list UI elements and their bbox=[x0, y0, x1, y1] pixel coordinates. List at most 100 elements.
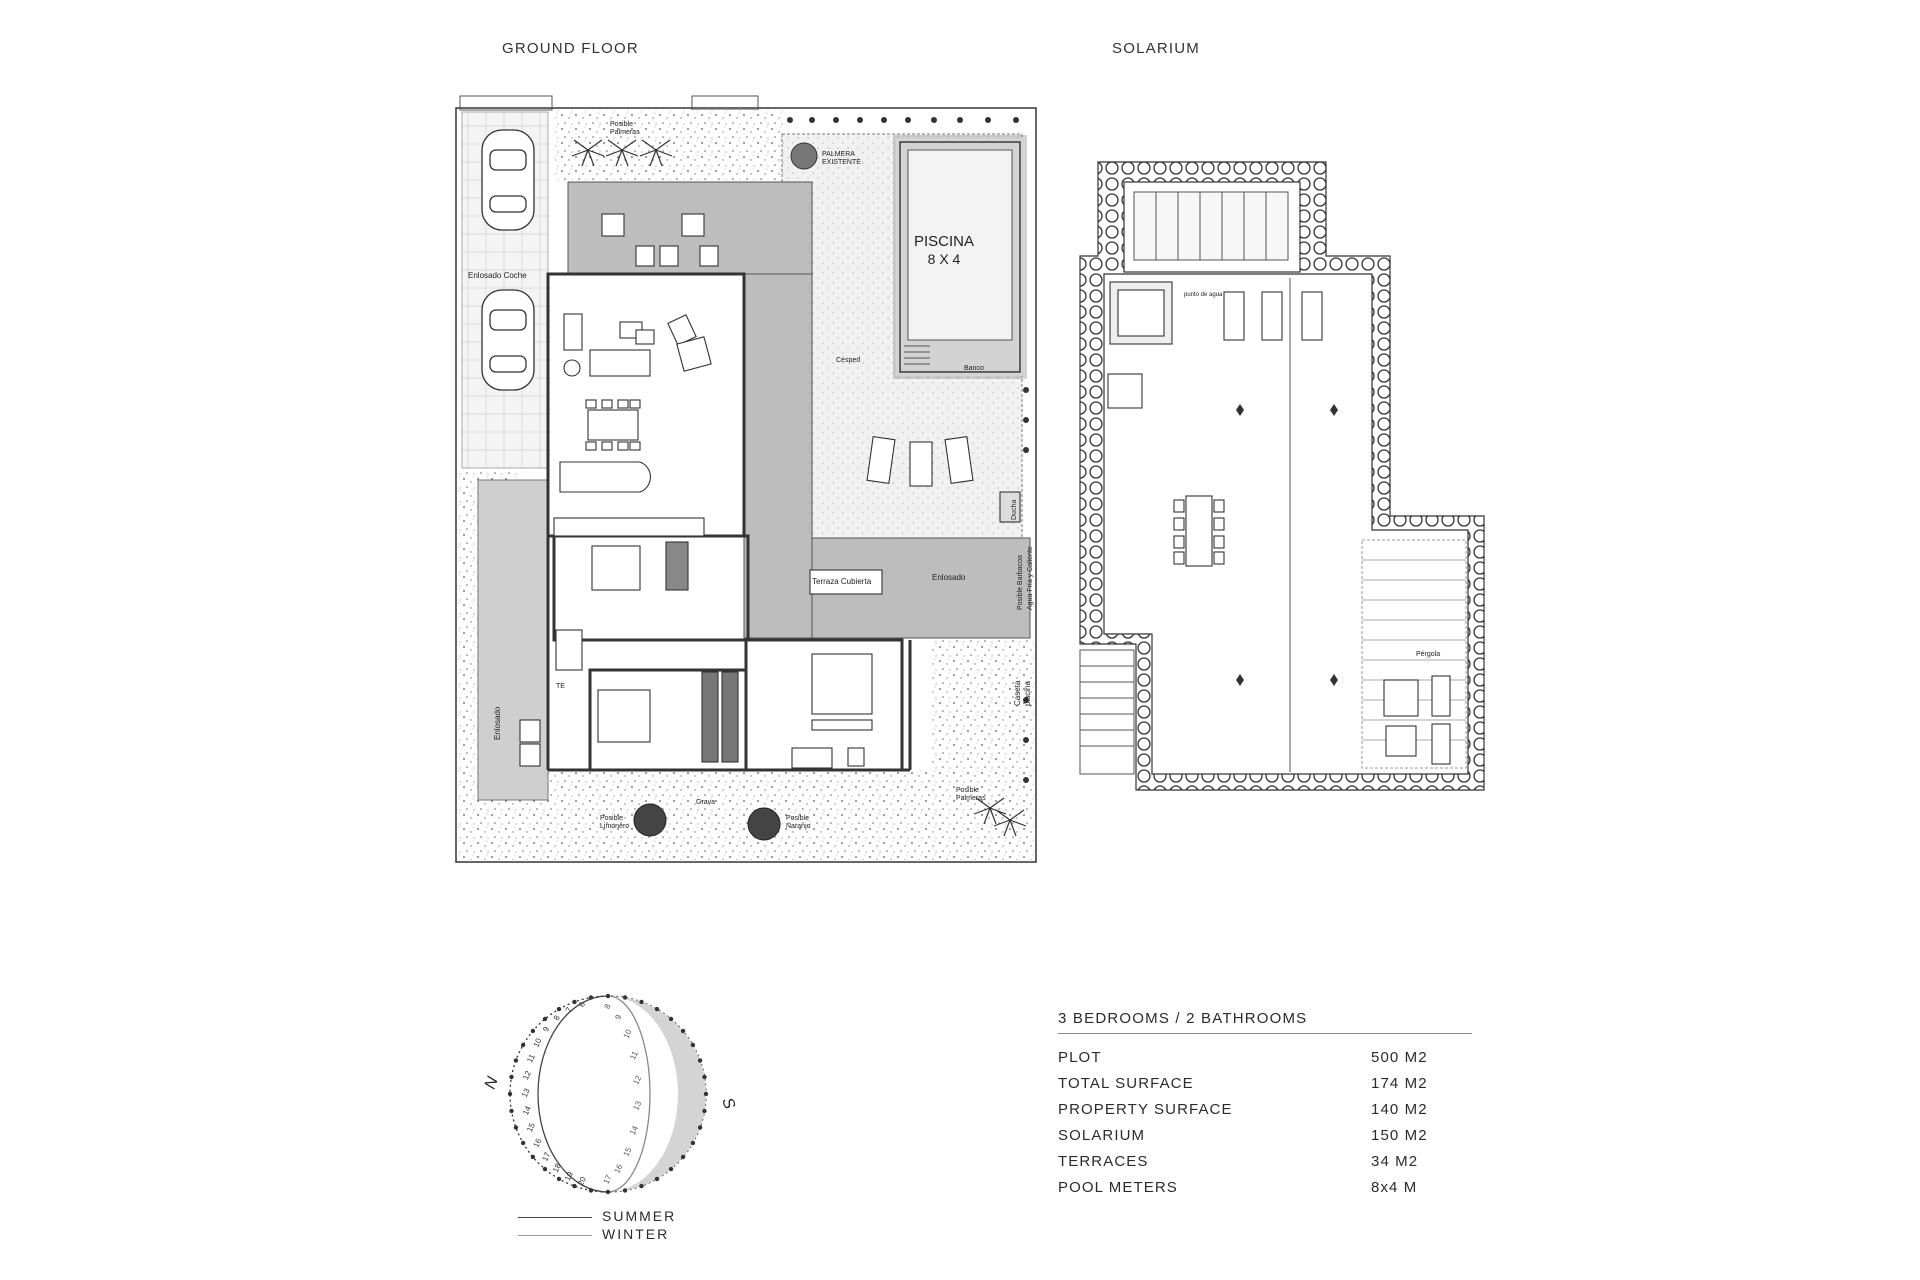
summer-hour-label: 19 bbox=[563, 1170, 575, 1182]
summer-legend-line bbox=[518, 1217, 592, 1218]
sun-ring-dot bbox=[622, 1188, 628, 1193]
sun-ring-dot bbox=[668, 1016, 674, 1022]
spec-label: POOL METERS bbox=[1058, 1179, 1178, 1196]
spec-value: 140 M2 bbox=[1371, 1101, 1428, 1118]
specs-divider bbox=[1058, 1033, 1472, 1034]
summer-legend-label: SUMMER bbox=[602, 1208, 677, 1224]
summer-hour-label: 6 bbox=[577, 1000, 587, 1008]
summer-hour-label: 16 bbox=[532, 1137, 544, 1149]
sun-ring-dot bbox=[639, 999, 644, 1005]
sun-ring-dot bbox=[622, 995, 628, 1000]
sun-ring-dot bbox=[697, 1125, 703, 1130]
sun-ring-dot bbox=[509, 1074, 514, 1080]
summer-hour-label: 11 bbox=[525, 1052, 537, 1064]
summer-hour-label: 15 bbox=[525, 1121, 537, 1133]
winter-hour-label: 8 bbox=[603, 1002, 613, 1010]
possible-palms-top-label-2: Palmeras bbox=[610, 129, 640, 136]
winter-hour-label: 13 bbox=[631, 1099, 643, 1111]
spec-row-property-surface: PROPERTY SURFACE 140 M2 bbox=[1058, 1101, 1472, 1125]
sun-ring-dot bbox=[668, 1166, 674, 1172]
sun-ring-dot bbox=[513, 1058, 519, 1063]
sun-ring-dot bbox=[690, 1042, 696, 1048]
existing-palm-icon bbox=[790, 142, 818, 170]
paving-left-label: Enlosado bbox=[493, 706, 502, 740]
car-paving-label: Enlosado Coche bbox=[468, 271, 527, 280]
winter-hour-label: 9 bbox=[613, 1013, 623, 1021]
existing-palm-label-1: PALMERA bbox=[822, 151, 855, 158]
summer-hour-label: 10 bbox=[532, 1036, 544, 1048]
sun-ring-dot bbox=[654, 1176, 660, 1182]
possible-lemon-label-1: Posible bbox=[600, 815, 623, 822]
sun-ring-dot bbox=[542, 1016, 548, 1022]
summer-hour-label: 20 bbox=[576, 1175, 588, 1187]
sun-ring-dot bbox=[572, 1183, 577, 1189]
solarium-title: SOLARIUM bbox=[1112, 40, 1200, 57]
barbecue-label: Posible Barbacoa bbox=[1017, 555, 1024, 610]
sun-ring-dot bbox=[509, 1108, 514, 1114]
meter-label: TE bbox=[556, 683, 565, 690]
sun-ring-dot bbox=[680, 1154, 686, 1160]
shower-label: Ducha bbox=[1011, 500, 1018, 520]
summer-hour-label: 7 bbox=[564, 1005, 574, 1013]
solarium-furniture bbox=[1107, 281, 1451, 765]
winter-hour-label: 10 bbox=[621, 1028, 633, 1040]
water-point-label: punto de agua bbox=[1184, 292, 1223, 298]
possible-palms-bottom-label-1: Posible bbox=[956, 787, 979, 794]
water-label: Agua Fría y Caliente bbox=[1027, 546, 1034, 610]
summer-hour-label: 17 bbox=[540, 1150, 552, 1162]
summer-hour-label: 8 bbox=[552, 1014, 562, 1022]
sun-ring-dot bbox=[530, 1154, 536, 1160]
summer-hour-label: 12 bbox=[521, 1069, 533, 1081]
pool-label: PISCINA bbox=[914, 233, 974, 250]
spec-row-solarium: SOLARIUM 150 M2 bbox=[1058, 1127, 1472, 1151]
sun-ring-dot bbox=[702, 1108, 707, 1114]
sun-ring-dot bbox=[588, 995, 594, 1000]
living-furniture bbox=[519, 213, 1021, 769]
summer-hour-label: 9 bbox=[541, 1025, 551, 1033]
possible-lemon-label-2: Limonero bbox=[600, 823, 629, 830]
sun-ring-dot bbox=[702, 1074, 707, 1080]
winter-hour-label: 11 bbox=[628, 1049, 640, 1061]
sun-ring-dot bbox=[690, 1140, 696, 1146]
existing-palm-label-2: EXISTENTE bbox=[822, 159, 861, 166]
pool-size-label: 8 X 4 bbox=[928, 251, 961, 267]
ground-floor-plan bbox=[455, 95, 1037, 863]
winter-hour-label: 12 bbox=[631, 1074, 643, 1086]
spec-row-plot: PLOT 500 M2 bbox=[1058, 1049, 1472, 1073]
spec-label: TERRACES bbox=[1058, 1153, 1149, 1170]
ground-floor-title: GROUND FLOOR bbox=[502, 40, 639, 57]
summer-hour-label: 13 bbox=[520, 1087, 532, 1099]
pergola-label: Pérgola bbox=[1416, 651, 1440, 658]
spec-row-total-surface: TOTAL SURFACE 174 M2 bbox=[1058, 1075, 1472, 1099]
lawn-label: Césped bbox=[836, 357, 860, 364]
sun-ring-dot bbox=[654, 1006, 660, 1012]
spec-value: 34 M2 bbox=[1371, 1153, 1419, 1170]
bench-label: Banco bbox=[964, 365, 984, 372]
spec-label: PLOT bbox=[1058, 1049, 1102, 1066]
spec-label: PROPERTY SURFACE bbox=[1058, 1101, 1233, 1118]
spec-label: TOTAL SURFACE bbox=[1058, 1075, 1194, 1092]
spec-value: 8x4 M bbox=[1371, 1179, 1418, 1196]
sun-ring-dot bbox=[556, 1176, 562, 1182]
possible-palms-bottom-label-2: Palmeras bbox=[956, 795, 986, 802]
specs-title: 3 BEDROOMS / 2 BATHROOMS bbox=[1058, 1010, 1308, 1027]
solarium-plan bbox=[1079, 161, 1485, 791]
spec-value: 150 M2 bbox=[1371, 1127, 1428, 1144]
covered-terrace-label: Terraza Cubierta bbox=[812, 577, 872, 586]
south-label: S bbox=[718, 1096, 738, 1112]
winter-hour-label: 14 bbox=[628, 1124, 640, 1136]
sun-ring-dot bbox=[530, 1028, 536, 1034]
sun-ring-dot bbox=[520, 1140, 526, 1146]
winter-hour-label: 16 bbox=[612, 1162, 624, 1174]
sun-ring-dot bbox=[542, 1166, 548, 1172]
sun-ring-dot bbox=[703, 1091, 709, 1097]
spec-row-pool-meters: POOL METERS 8x4 M bbox=[1058, 1179, 1472, 1203]
paving-right-label: Enlosado bbox=[932, 573, 966, 582]
sun-ring-dot bbox=[520, 1042, 526, 1048]
summer-hour-label: 18 bbox=[551, 1162, 563, 1174]
winter-hour-label: 17 bbox=[602, 1173, 614, 1185]
gravel-label: Grava bbox=[696, 799, 715, 806]
north-label: N bbox=[482, 1074, 502, 1091]
